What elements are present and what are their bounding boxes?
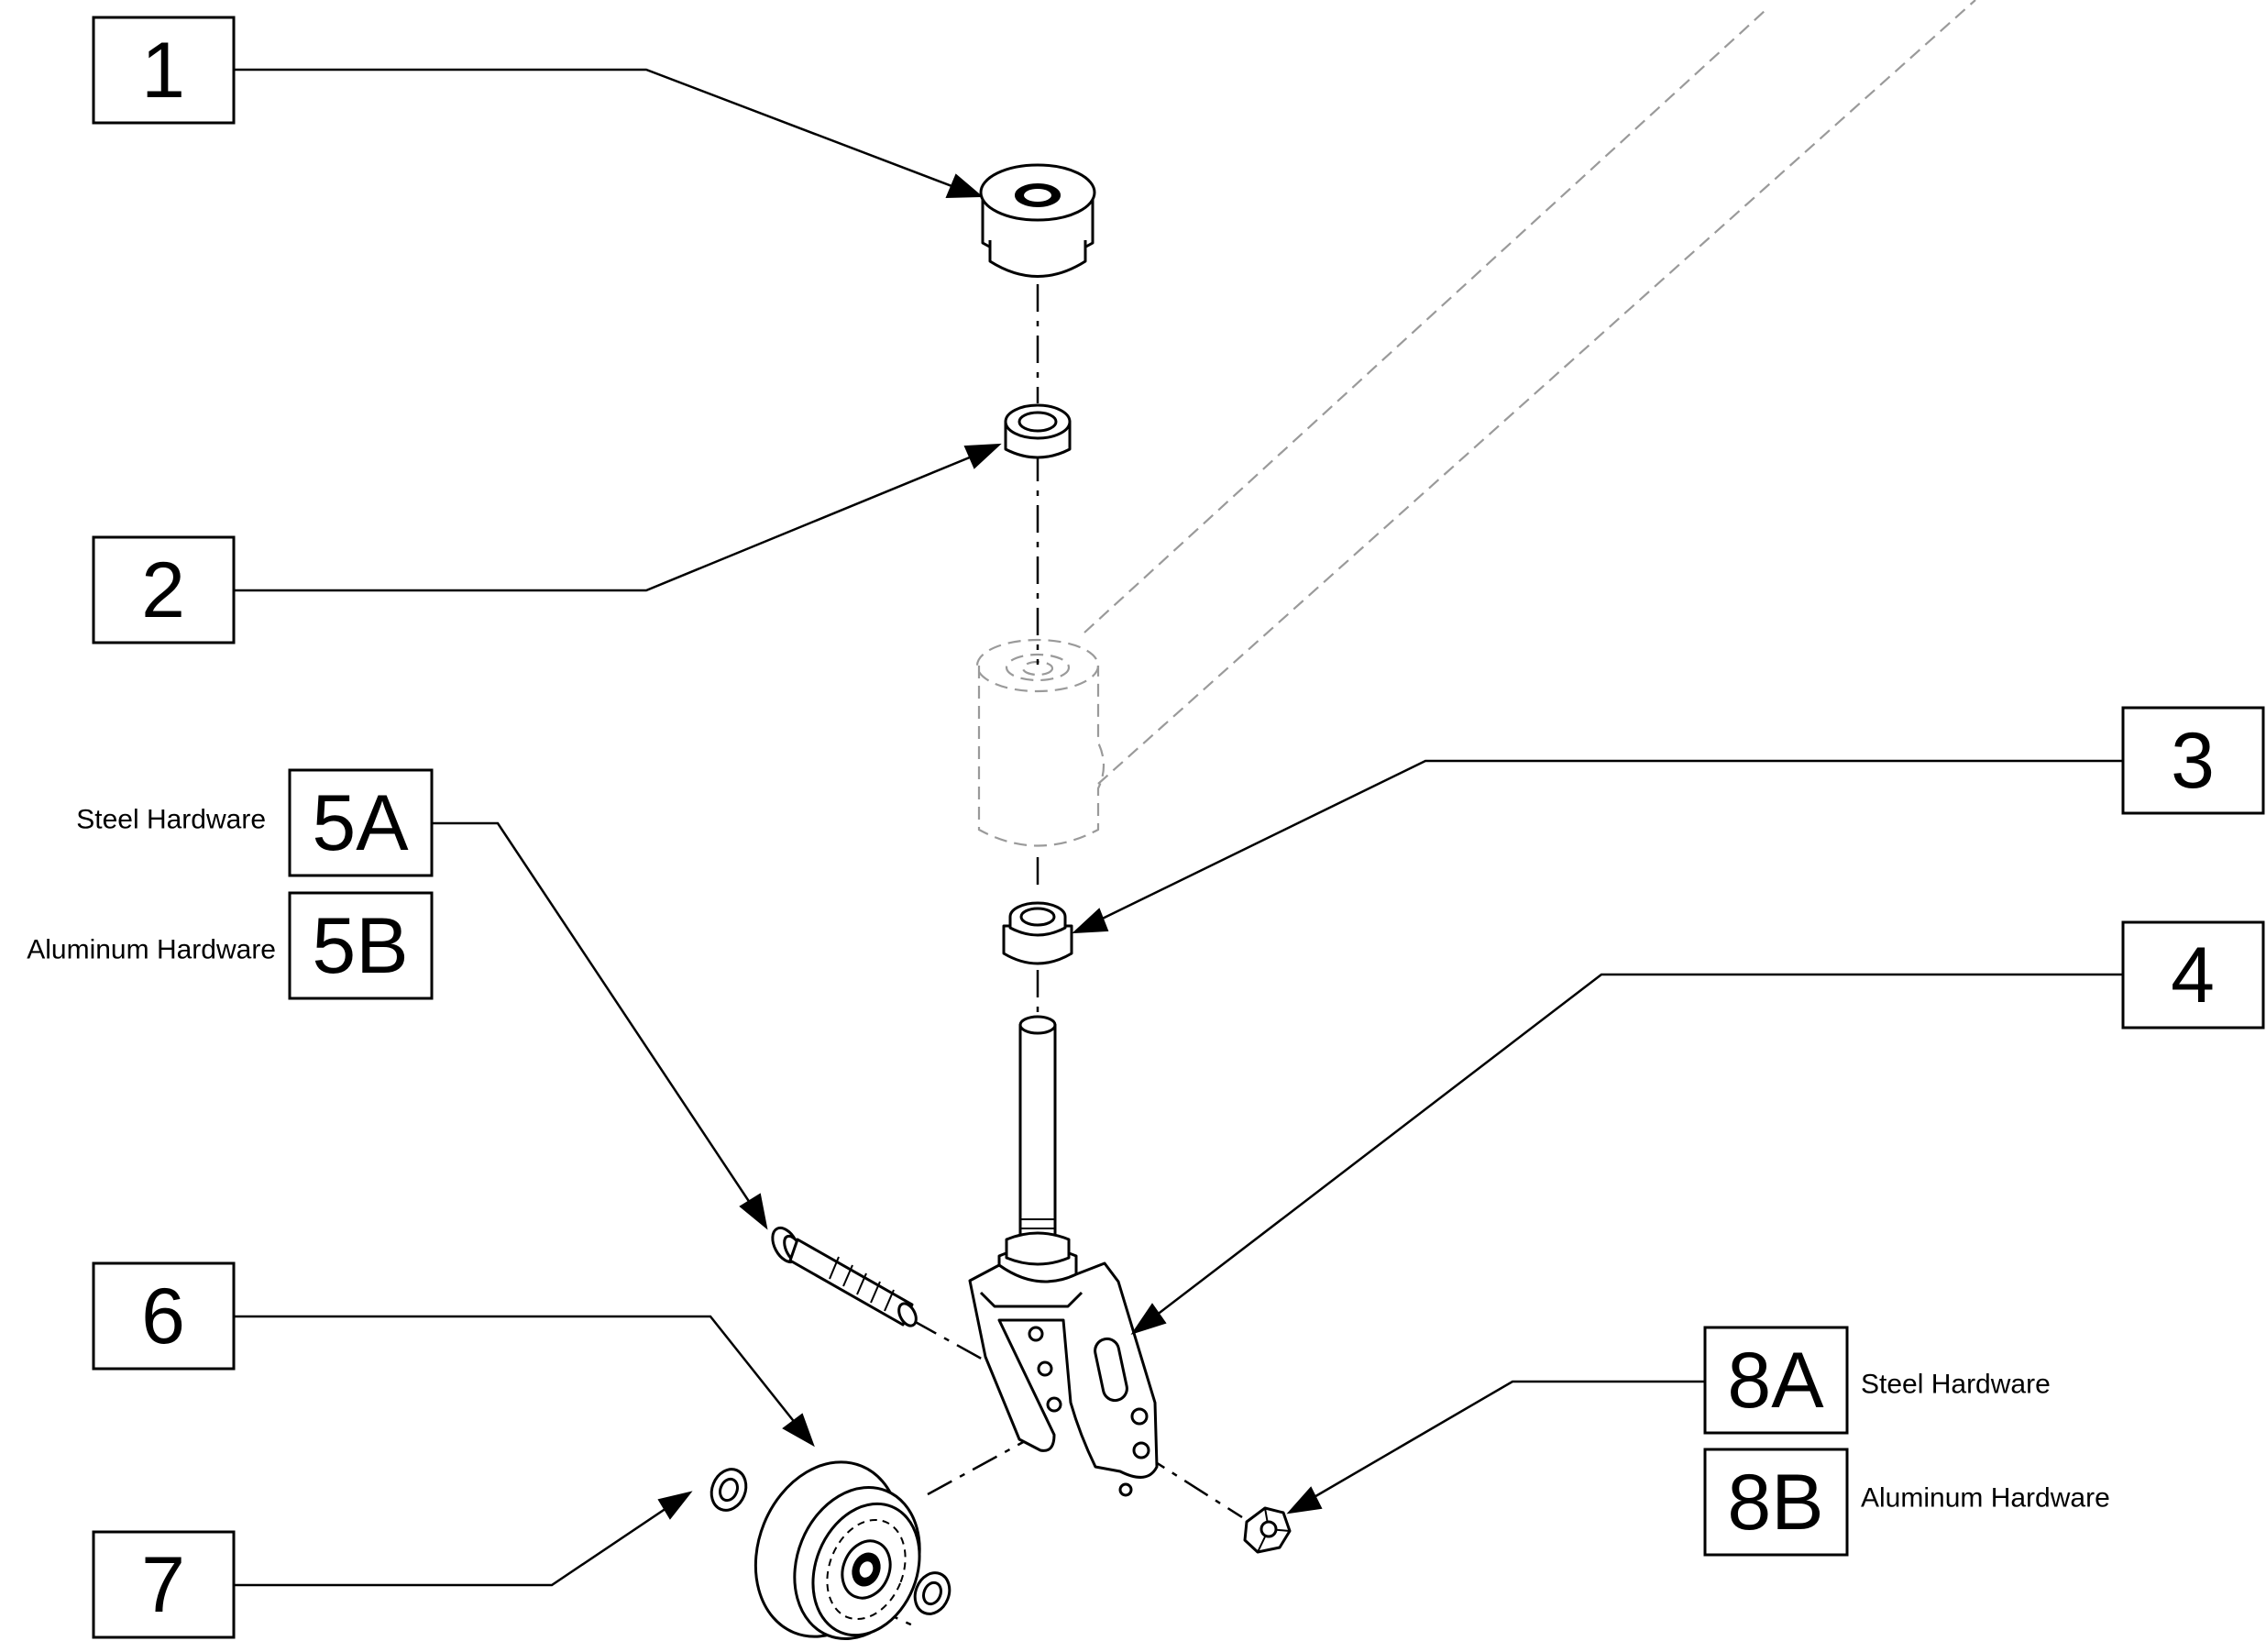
callout-7: 7 <box>92 1530 236 1639</box>
callout-6: 6 <box>92 1261 236 1371</box>
callout-label: 6 <box>141 1272 185 1360</box>
callout-8b: 8B Aluminum Hardware <box>1703 1448 2110 1557</box>
callout-4: 4 <box>2121 920 2265 1030</box>
part-1-cap <box>979 163 1096 278</box>
part-5-axle-bolt <box>771 1226 918 1327</box>
callout-label: 8B <box>1727 1459 1823 1547</box>
phantom-frame-tube <box>975 0 1976 847</box>
part-8-nut <box>1243 1506 1292 1554</box>
callout-label: 1 <box>141 27 185 115</box>
leader-lines <box>234 68 2123 1587</box>
callout-label: 3 <box>2171 717 2215 805</box>
callout-1: 1 <box>92 16 236 125</box>
callout-side-label: Aluminum Hardware <box>1861 1483 2110 1514</box>
callout-label: 2 <box>141 546 185 634</box>
callout-8a: 8A Steel Hardware <box>1703 1326 2051 1435</box>
callout-label: 5A <box>312 779 409 867</box>
callout-label: 7 <box>141 1541 185 1629</box>
part-3-bearing <box>1002 901 1073 965</box>
callout-label: 5B <box>312 902 408 990</box>
callout-side-label: Aluminum Hardware <box>27 935 276 965</box>
callout-5b: 5B Aluminum Hardware <box>27 891 434 1000</box>
part-6-wheel <box>754 1460 921 1640</box>
callout-side-label: Steel Hardware <box>1861 1370 2051 1400</box>
callout-label: 4 <box>2171 931 2215 1019</box>
callout-2: 2 <box>92 535 236 644</box>
callout-3: 3 <box>2121 706 2265 815</box>
callout-label: 8A <box>1727 1337 1824 1425</box>
part-4-fork <box>968 1015 1159 1497</box>
part-7-washers <box>710 1468 952 1615</box>
callout-5a: 5A Steel Hardware <box>76 768 434 877</box>
callout-side-label: Steel Hardware <box>76 805 266 835</box>
part-2-spacer <box>1004 403 1072 459</box>
